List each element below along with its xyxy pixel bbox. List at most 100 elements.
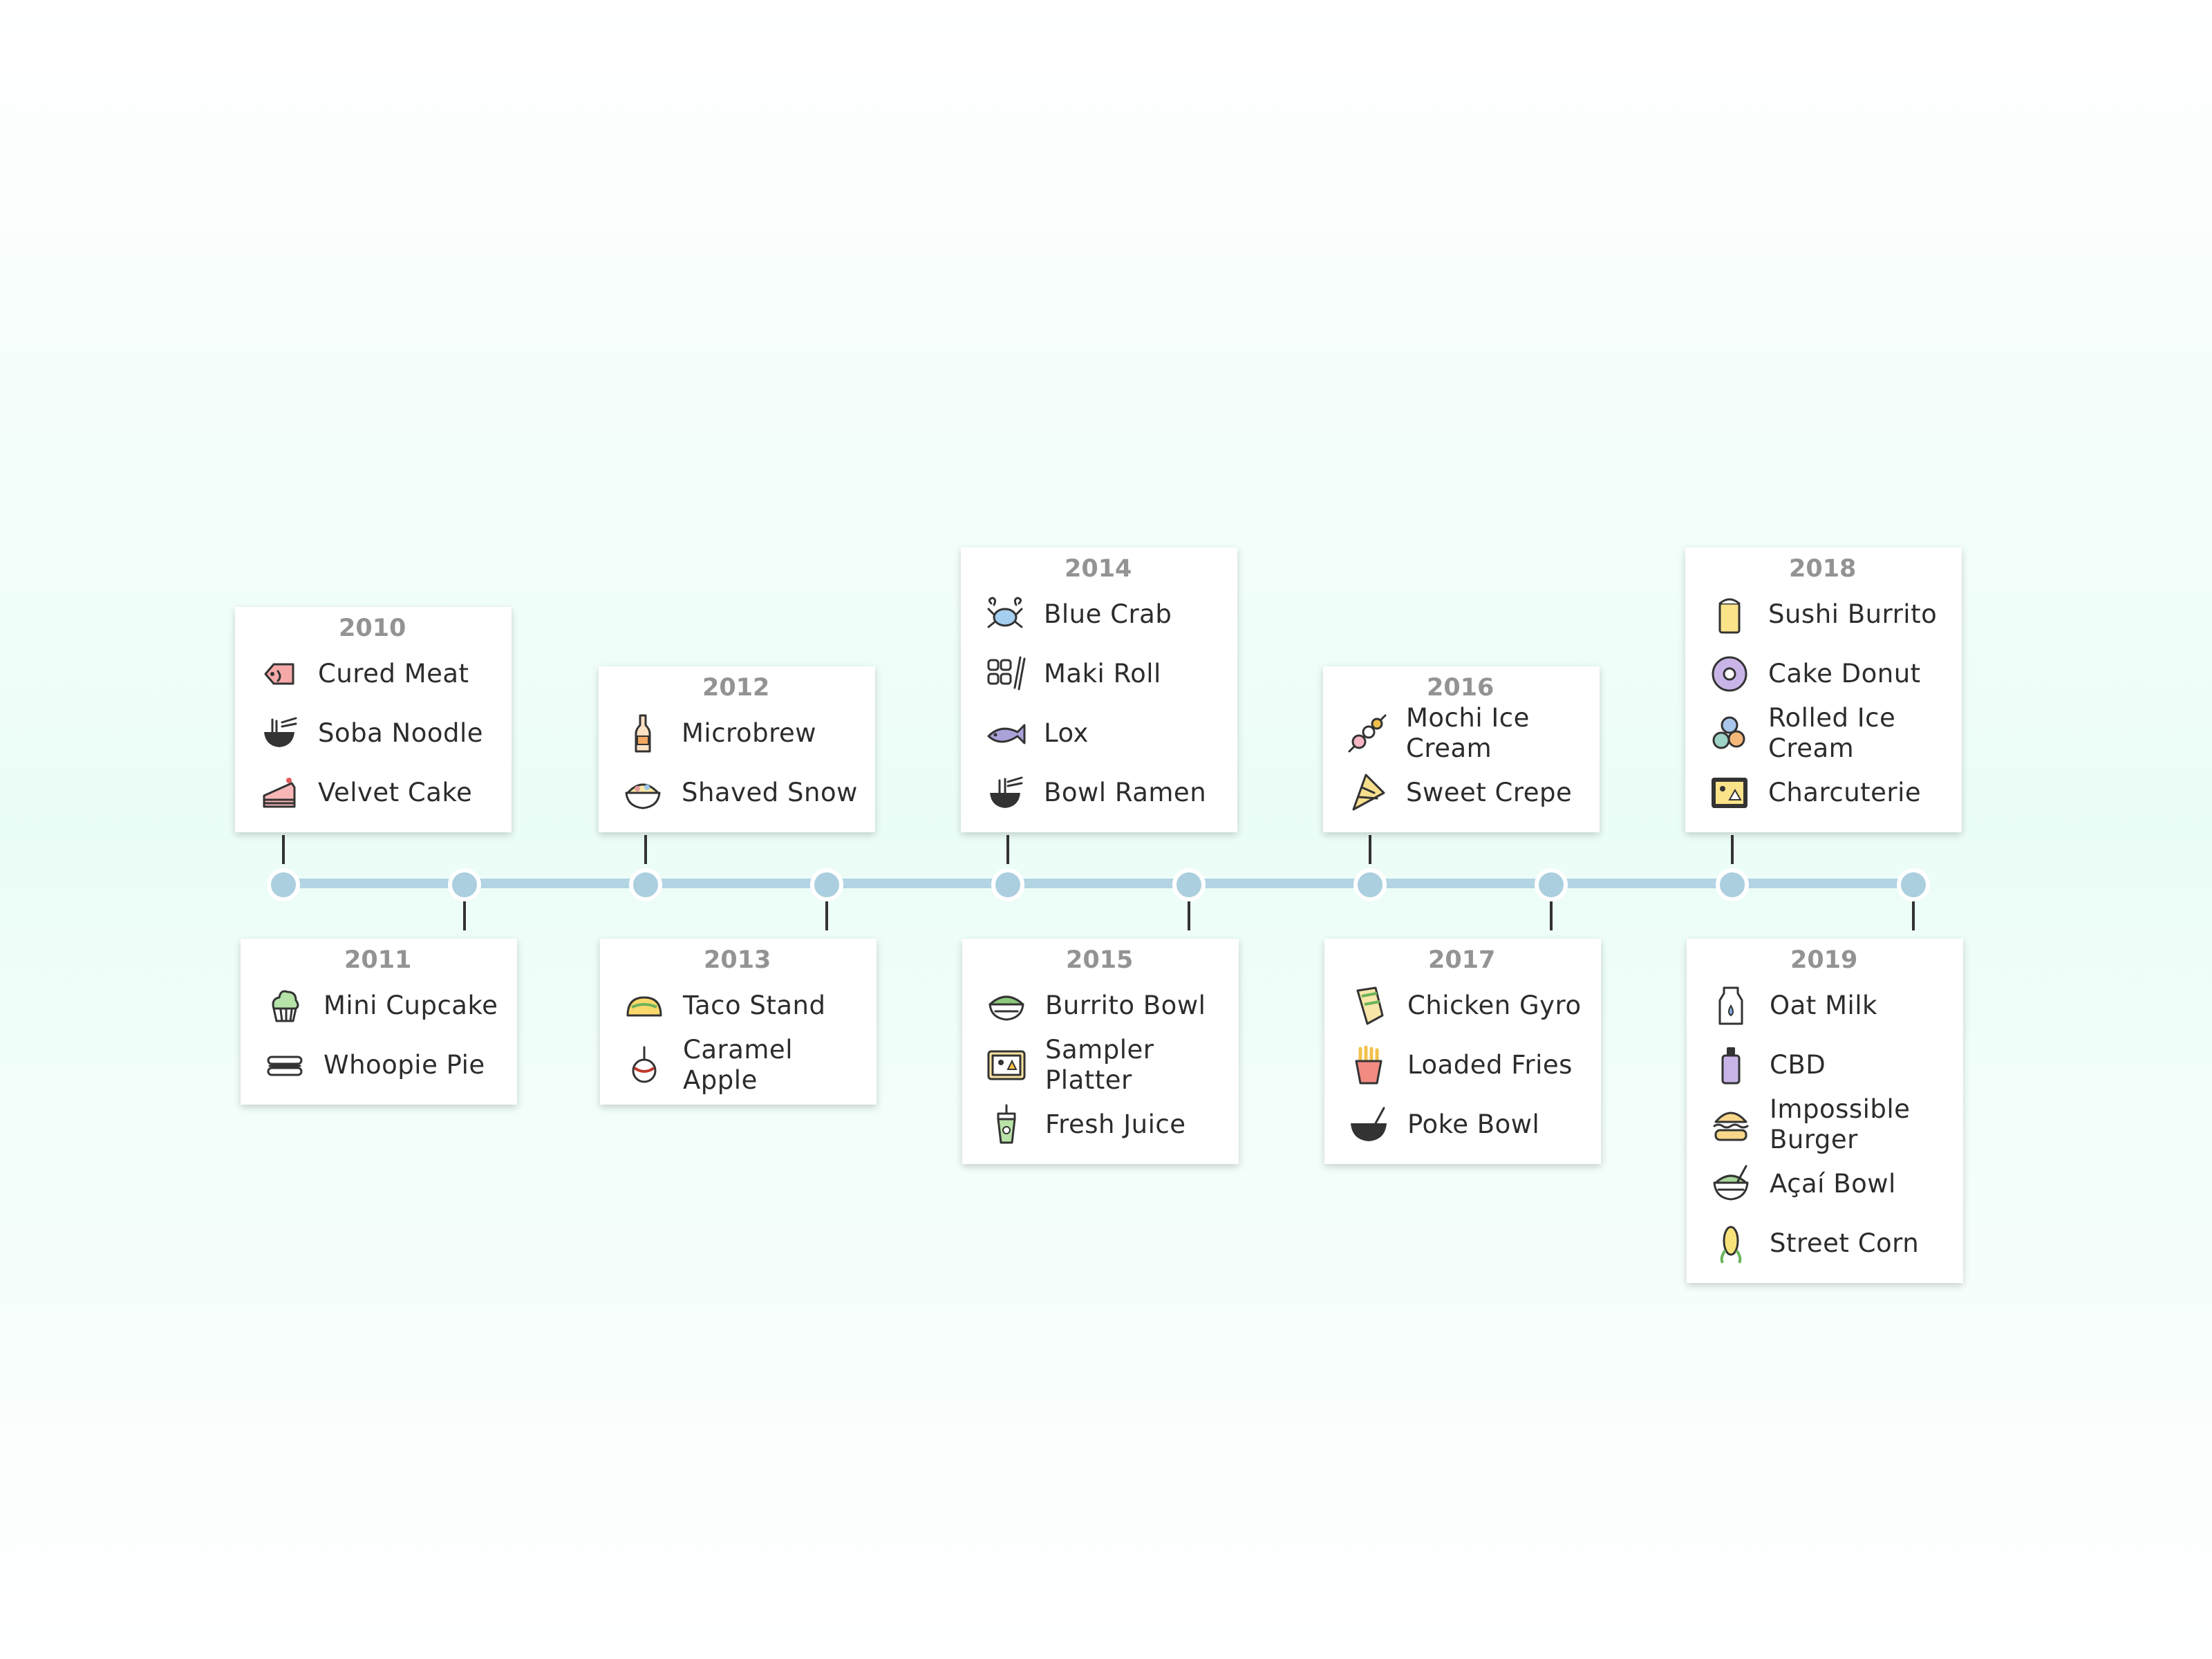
trend-item: Cured Meat [235,644,512,704]
trend-item-label: Shaved Snow [682,778,858,807]
maki-roll-icon [983,652,1027,696]
whoopie-pie-icon [263,1043,307,1087]
timeline-node-2017 [1535,868,1568,901]
year-label: 2016 [1427,674,1494,702]
ramen-bowl-icon [983,771,1027,815]
timeline-node-2015 [1172,868,1206,901]
timeline-node-2010 [267,868,300,901]
cake-slice-icon [257,771,301,815]
year-label: 2018 [1789,555,1857,583]
trend-item: Açaí Bowl [1687,1154,1963,1214]
trend-item: Soba Noodle [235,704,512,763]
trend-item-label: Chicken Gyro [1407,991,1582,1020]
trend-item-label: Oat Milk [1770,991,1877,1020]
sushi-burrito-icon [1707,592,1752,637]
trend-item-label: Street Corn [1770,1228,1920,1258]
cbd-bottle-icon [1709,1043,1753,1087]
timeline-connector [1550,901,1553,930]
year-label: 2011 [344,946,412,974]
trend-item-label: Soba Noodle [318,718,484,748]
taco-icon [622,984,666,1028]
trend-item: Sampler Platter [962,1035,1239,1095]
trend-item-label: Velvet Cake [318,778,473,807]
trend-item-label: Sweet Crepe [1406,778,1573,807]
trend-item-label: CBD [1770,1050,1826,1080]
timeline-axis-line [283,879,1916,888]
trend-item: Caramel Apple [600,1035,877,1095]
trend-item: Blue Crab [961,585,1237,644]
gyro-icon [1347,984,1391,1028]
trend-item-label: Taco Stand [683,991,826,1020]
trend-item: Charcuterie [1685,763,1962,823]
trend-item: Bowl Ramen [961,763,1237,823]
trend-item: Fresh Juice [962,1095,1239,1154]
timeline-node-2012 [629,868,662,901]
year-label: 2015 [1066,946,1134,974]
trend-item-label: Sampler Platter [1045,1035,1154,1095]
beer-bottle-icon [621,711,665,756]
crab-icon [983,592,1027,637]
trend-item: Shaved Snow [599,763,875,823]
trend-item-label: Microbrew [682,718,816,748]
timeline-connector [1006,835,1009,864]
timeline-connector [1912,901,1915,930]
year-label: 2019 [1790,946,1858,974]
trend-item-label: Cake Donut [1768,659,1921,688]
trend-item-label: Cured Meat [318,659,469,688]
year-label: 2010 [339,615,406,642]
trend-item: Cake Donut [1685,644,1962,704]
trend-item-label: Burrito Bowl [1045,991,1206,1020]
year-label: 2017 [1428,946,1496,974]
trend-item: Sweet Crepe [1323,763,1600,823]
rolled-ice-cream-icon [1707,711,1752,756]
trend-item-label: Blue Crab [1044,599,1172,629]
trend-item: Rolled Ice Cream [1685,703,1962,763]
trend-item-label: Sushi Burrito [1768,599,1938,629]
trend-item: Microbrew [599,704,875,763]
year-label: 2013 [704,946,771,974]
timeline-node-2011 [448,868,481,901]
trend-item: Loaded Fries [1324,1035,1601,1095]
mochi-skewer-icon [1345,711,1389,756]
platter-icon [984,1043,1029,1087]
fish-icon [983,711,1027,756]
trend-item: Whoopie Pie [241,1035,517,1095]
burger-icon [1709,1103,1753,1147]
year-label: 2012 [702,674,770,702]
juice-cup-icon [984,1103,1029,1147]
trend-item: Mini Cupcake [241,976,517,1035]
trend-item-label: Loaded Fries [1407,1050,1573,1080]
timeline-node-2016 [1353,868,1387,901]
trend-item-label: Poke Bowl [1407,1109,1540,1139]
meat-tag-icon [257,652,301,696]
timeline-node-2019 [1897,868,1930,901]
trend-item-label: Bowl Ramen [1044,778,1207,807]
trend-item: Sushi Burrito [1685,585,1962,644]
trend-item-label: Rolled Ice Cream [1768,703,1896,763]
trend-item: Mochi Ice Cream [1323,703,1600,763]
trend-item: Chicken Gyro [1324,976,1601,1035]
burrito-bowl-icon [984,984,1029,1028]
trend-item-label: Impossible Burger [1770,1094,1911,1154]
timeline-connector [463,901,466,930]
fries-icon [1347,1043,1391,1087]
milk-carton-icon [1709,984,1753,1028]
trend-item-label: Açaí Bowl [1770,1169,1896,1199]
trend-item-label: Mochi Ice Cream [1406,703,1530,763]
caramel-apple-icon [622,1043,666,1087]
charcuterie-board-icon [1707,771,1752,815]
corn-icon [1709,1221,1753,1266]
poke-bowl-icon [1347,1103,1391,1147]
cupcake-icon [263,984,307,1028]
trend-item: Impossible Burger [1687,1094,1963,1154]
timeline-connector [644,835,647,864]
trend-item: Velvet Cake [235,763,512,823]
trend-item-label: Fresh Juice [1045,1109,1186,1139]
trend-item: Maki Roll [961,644,1237,704]
